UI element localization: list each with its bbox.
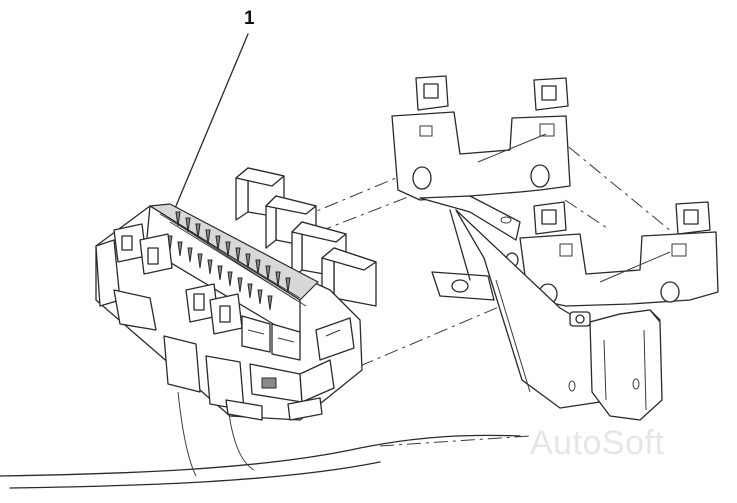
mounting-bracket-upper xyxy=(391,75,571,301)
mounting-bracket-lower xyxy=(505,201,719,307)
callout-leader-1 xyxy=(175,33,249,207)
watermark-text: AutoSoft xyxy=(530,424,665,462)
relay-blocks xyxy=(235,167,377,307)
fuse-box xyxy=(95,203,363,421)
callout-label-1: 1 xyxy=(244,8,255,29)
support-frame xyxy=(455,209,663,421)
